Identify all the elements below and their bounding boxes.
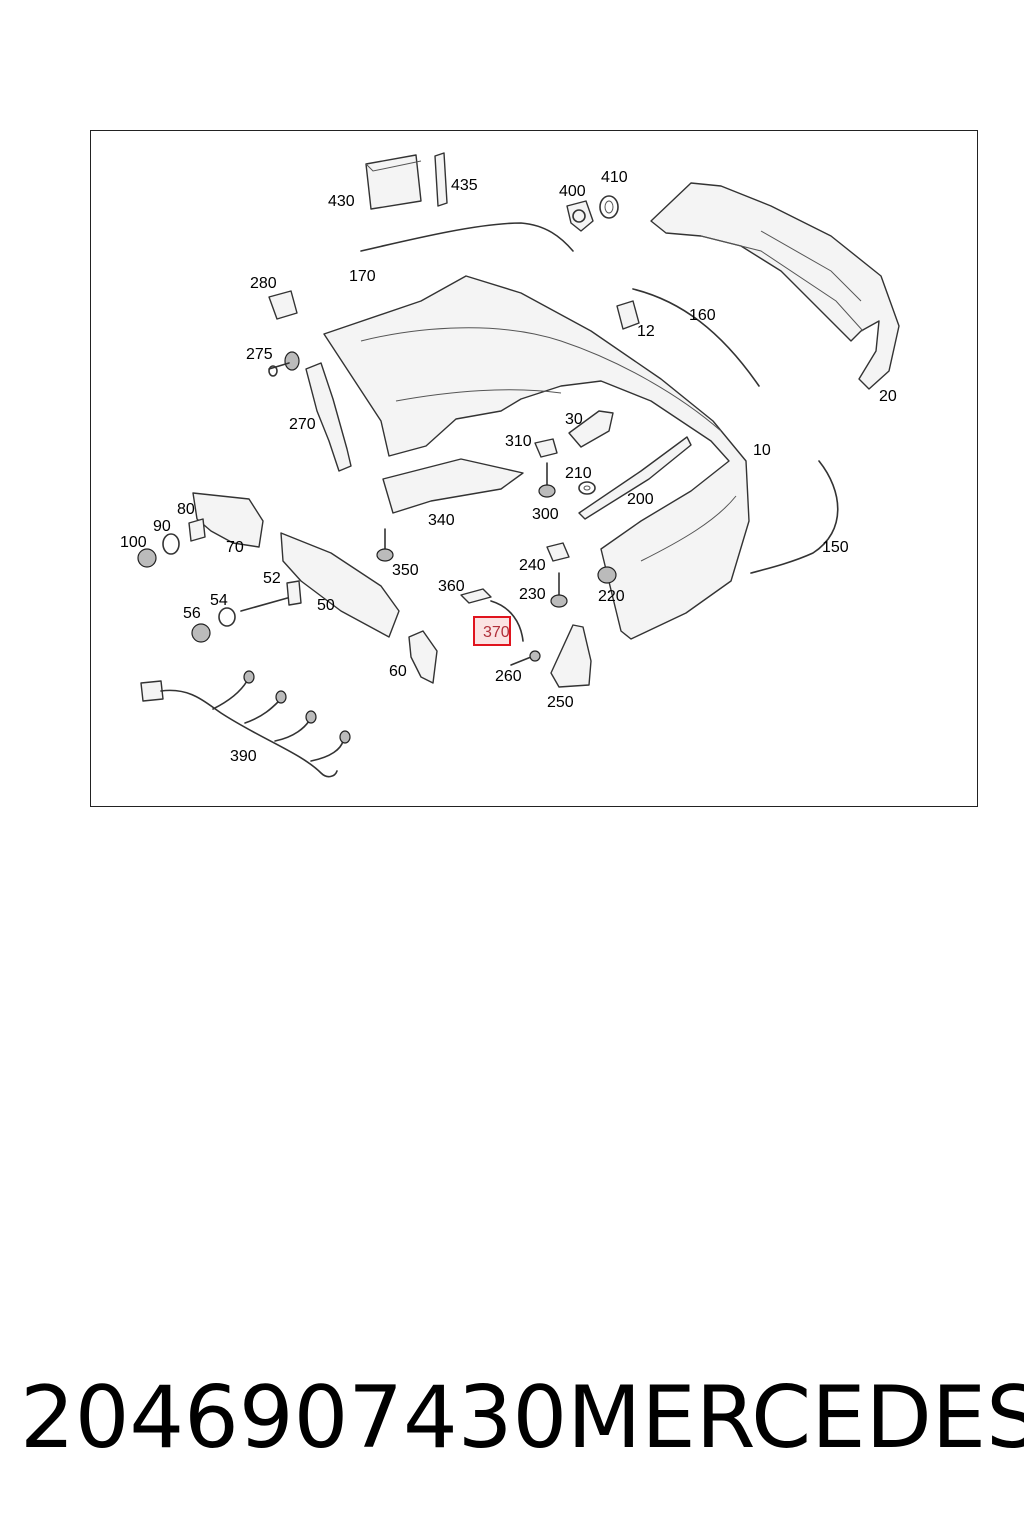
part-label: 170 <box>349 268 376 285</box>
part-280-clip <box>268 290 298 320</box>
part-label: 12 <box>637 323 655 340</box>
part-label: 350 <box>392 562 419 579</box>
part-label: 430 <box>328 193 355 210</box>
part-12-clip <box>616 300 640 330</box>
part-label: 230 <box>519 586 546 603</box>
part-10-bumper-cover <box>323 275 750 640</box>
part-370-trim <box>490 600 524 642</box>
part-label: 390 <box>230 748 257 765</box>
part-56-nut <box>191 623 211 643</box>
part-430-module <box>365 154 422 210</box>
part-400-sensor <box>566 200 594 232</box>
part-300-screw <box>538 462 556 498</box>
part-label: 435 <box>451 177 478 194</box>
part-60-bracket <box>408 630 438 684</box>
part-label: 220 <box>598 588 625 605</box>
part-label: 30 <box>565 411 583 428</box>
part-80-clip <box>188 518 206 542</box>
part-label: 250 <box>547 694 574 711</box>
part-160-strip <box>632 288 760 387</box>
part-label: 280 <box>250 275 277 292</box>
caption: 2046907430 MERCEDES <box>20 1368 1024 1468</box>
part-220-grommet <box>597 566 617 584</box>
part-label: 340 <box>428 512 455 529</box>
part-150-strip <box>750 460 839 574</box>
part-250-flap <box>550 624 592 688</box>
part-label: 300 <box>532 506 559 523</box>
part-label: 210 <box>565 465 592 482</box>
part-label-370: 370 <box>483 624 510 641</box>
part-label: 100 <box>120 534 147 551</box>
part-label: 20 <box>879 388 897 405</box>
part-210-washer <box>578 481 596 495</box>
brand-name: MERCEDES <box>567 1368 1024 1468</box>
part-label: 310 <box>505 433 532 450</box>
part-label: 70 <box>226 539 244 556</box>
part-340-underpanel <box>382 458 524 514</box>
part-label: 260 <box>495 668 522 685</box>
part-30-bracket <box>568 410 614 448</box>
part-label: 360 <box>438 578 465 595</box>
part-200-strip <box>578 436 692 520</box>
part-label: 52 <box>263 570 281 587</box>
part-label: 50 <box>317 597 335 614</box>
part-label: 10 <box>753 442 771 459</box>
part-label: 150 <box>822 539 849 556</box>
diagram-frame: 370 430 435 400 410 170 280 275 270 12 1… <box>90 130 978 807</box>
part-label: 275 <box>246 346 273 363</box>
part-275-pin <box>268 351 300 377</box>
part-170-strip <box>360 222 574 252</box>
part-label: 60 <box>389 663 407 680</box>
part-350-screw <box>376 528 394 562</box>
part-410-ring <box>599 195 619 219</box>
part-240-clip <box>546 542 570 562</box>
part-90-washer <box>162 533 180 555</box>
part-number: 2046907430 <box>20 1368 568 1468</box>
highlight-box-370 <box>473 616 511 646</box>
part-50-carrier <box>280 532 400 638</box>
part-52-bolt <box>240 580 302 612</box>
part-label: 240 <box>519 557 546 574</box>
parts-diagram: 370 430 435 400 410 170 280 275 270 12 1… <box>120 152 900 778</box>
part-260-pin <box>510 650 541 666</box>
part-label: 56 <box>183 605 201 622</box>
part-435-bracket <box>434 152 448 207</box>
part-270-bracket <box>305 362 352 472</box>
part-label: 80 <box>177 501 195 518</box>
part-360-pad <box>460 588 492 604</box>
part-label: 54 <box>210 592 228 609</box>
part-label: 160 <box>689 307 716 324</box>
part-label: 200 <box>627 491 654 508</box>
part-20-diffuser <box>650 182 900 390</box>
part-310-clip <box>534 438 558 458</box>
part-54-washer <box>218 607 236 627</box>
part-230-screw <box>550 572 568 608</box>
part-label: 410 <box>601 169 628 186</box>
part-label: 270 <box>289 416 316 433</box>
part-label: 90 <box>153 518 171 535</box>
part-390-harness <box>140 670 351 778</box>
part-label: 400 <box>559 183 586 200</box>
part-100-nut <box>137 548 157 568</box>
